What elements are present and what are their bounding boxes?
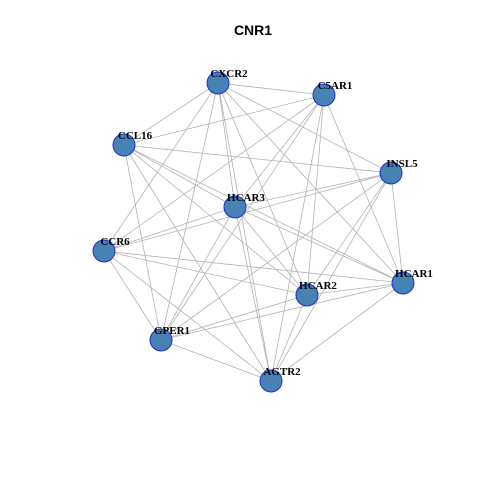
node-gper1 (149, 328, 173, 352)
node-label-hcar2: HCAR2 (299, 280, 337, 292)
edge-hcar2-gper1 (160, 294, 308, 341)
nodes-layer: CXCR2C5AR1CCL16INSL5HCAR3CCR6HCAR1HCAR2G… (92, 68, 433, 393)
graph-title: CNR1 (234, 22, 272, 38)
edge-cxcr2-insl5 (217, 82, 392, 174)
edge-cxcr2-hcar1 (217, 82, 404, 284)
edge-cxcr2-c5ar1 (217, 82, 325, 96)
edge-cxcr2-agtr2 (217, 82, 272, 382)
node-label-c5ar1: C5AR1 (318, 80, 353, 92)
node-insl5 (379, 161, 403, 185)
edge-c5ar1-ccl16 (123, 94, 325, 146)
edge-cxcr2-hcar2 (217, 82, 308, 296)
node-label-gper1: GPER1 (154, 325, 190, 337)
node-ccr6 (92, 239, 116, 263)
edge-c5ar1-ccr6 (103, 94, 325, 252)
edge-ccl16-hcar2 (123, 144, 308, 296)
edge-hcar3-agtr2 (234, 206, 272, 382)
edge-ccl16-agtr2 (123, 144, 272, 382)
edge-insl5-hcar1 (390, 172, 404, 284)
edge-cxcr2-ccl16 (123, 82, 219, 146)
edge-hcar1-gper1 (160, 282, 404, 341)
edge-ccl16-insl5 (123, 144, 392, 174)
edge-cxcr2-ccr6 (103, 82, 219, 252)
edge-insl5-hcar3 (234, 172, 392, 208)
edge-c5ar1-hcar3 (234, 94, 325, 208)
edge-c5ar1-hcar1 (323, 94, 404, 284)
edge-insl5-hcar2 (306, 172, 392, 296)
node-label-agtr2: AGTR2 (263, 366, 301, 378)
edge-ccr6-gper1 (103, 250, 162, 341)
edge-hcar3-ccr6 (103, 206, 236, 252)
edge-hcar1-hcar2 (306, 282, 404, 296)
edge-insl5-ccr6 (103, 172, 392, 252)
edge-ccl16-hcar3 (123, 144, 236, 208)
edge-hcar3-hcar2 (234, 206, 308, 296)
node-label-ccl16: CCL16 (118, 130, 153, 142)
edge-cxcr2-hcar3 (217, 82, 236, 208)
edge-ccr6-agtr2 (103, 250, 272, 382)
edge-hcar3-hcar1 (234, 206, 404, 284)
node-hcar1 (391, 271, 415, 295)
edge-insl5-agtr2 (270, 172, 392, 382)
edge-c5ar1-hcar2 (306, 94, 325, 296)
edge-hcar2-agtr2 (270, 294, 308, 382)
edge-ccl16-gper1 (123, 144, 162, 341)
node-label-cxcr2: CXCR2 (210, 68, 248, 80)
node-hcar2 (295, 283, 319, 307)
edge-hcar3-gper1 (160, 206, 236, 341)
node-label-insl5: INSL5 (386, 158, 418, 170)
edge-c5ar1-gper1 (160, 94, 325, 341)
edges-layer (103, 82, 404, 382)
node-ccl16 (112, 133, 136, 157)
node-label-hcar3: HCAR3 (227, 192, 265, 204)
node-hcar3 (223, 195, 247, 219)
edge-c5ar1-agtr2 (270, 94, 325, 382)
node-cxcr2 (206, 71, 230, 95)
node-label-ccr6: CCR6 (100, 236, 130, 248)
node-agtr2 (259, 369, 283, 393)
edge-ccl16-hcar1 (123, 144, 404, 284)
edge-ccr6-hcar1 (103, 250, 404, 284)
edge-gper1-agtr2 (160, 339, 272, 382)
edge-cxcr2-gper1 (160, 82, 219, 341)
edge-hcar1-agtr2 (270, 282, 404, 382)
node-label-hcar1: HCAR1 (395, 268, 433, 280)
node-c5ar1 (312, 83, 336, 107)
edge-ccr6-hcar2 (103, 250, 308, 296)
